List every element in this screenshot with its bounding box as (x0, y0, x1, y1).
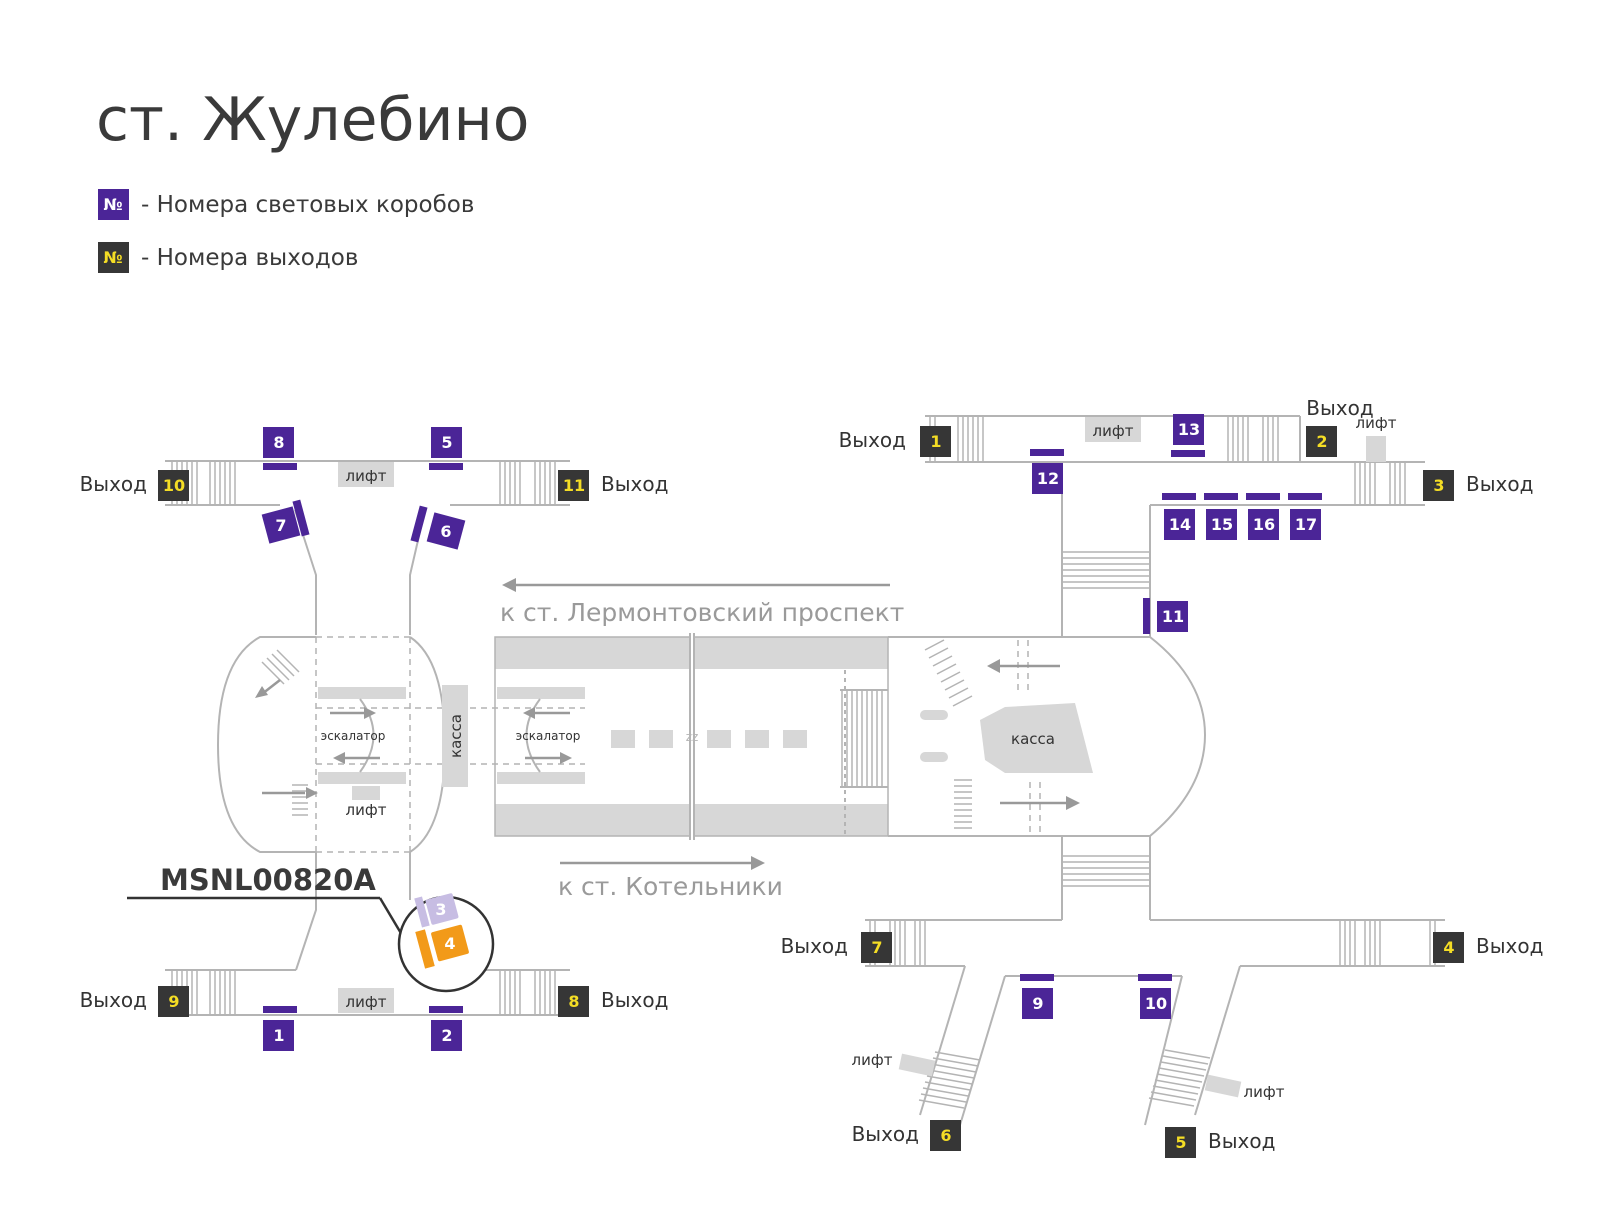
exit-10-word: Выход (80, 472, 147, 496)
escalator-east-label: эскалатор (516, 729, 581, 743)
kassa-east-label: касса (1011, 730, 1055, 748)
exit-1-number: 1 (930, 432, 941, 451)
exit-6-number: 6 (940, 1126, 951, 1145)
exit-11-number: 11 (563, 476, 585, 495)
lift-lower-west-label: лифт (346, 993, 387, 1011)
box-4-highlight (431, 924, 469, 962)
legend-box-swatch (98, 189, 129, 220)
kassa-west (442, 685, 468, 787)
kassa-east (980, 703, 1093, 773)
legend-exit-symbol: № (103, 248, 122, 267)
box-15-label: 15 (1211, 515, 1233, 534)
box-16-label: 16 (1253, 515, 1275, 534)
exit-3-word: Выход (1466, 472, 1533, 496)
exit-6-word: Выход (852, 1122, 919, 1146)
lift-exit6 (898, 1053, 936, 1077)
exits: Выход 10 11 Выход Выход 9 8 Выход Выход … (80, 396, 1543, 1158)
zz-mark: zz (686, 730, 699, 744)
escalator-west-label: эскалатор (321, 729, 386, 743)
legend-box-entry: № - Номера световых коробов (98, 189, 474, 220)
exit-1-word: Выход (839, 428, 906, 452)
box-2-label: 2 (441, 1026, 452, 1045)
lift-upper-west (338, 462, 394, 487)
lift-lower-west (338, 988, 394, 1013)
box-5-label: 5 (441, 433, 452, 452)
light-boxes: 8 5 7 6 1 2 13 12 14 15 16 17 11 9 10 (261, 414, 1322, 1051)
box-7-label: 7 (275, 516, 286, 535)
lift-upper-east-label: лифт (1093, 422, 1134, 440)
box-10-label: 10 (1145, 994, 1167, 1013)
box-1-label: 1 (273, 1026, 284, 1045)
exit-5-number: 5 (1175, 1133, 1186, 1152)
box-17-label: 17 (1295, 515, 1317, 534)
exit-8-number: 8 (568, 992, 579, 1011)
west-hall: лифт эскалатор (165, 460, 585, 1016)
exit-7-word: Выход (781, 934, 848, 958)
highlight-callout: MSNL00820A 3 4 (127, 863, 495, 993)
box-8-label: 8 (273, 433, 284, 452)
lift-exit5-label: лифт (1244, 1083, 1285, 1101)
direction-right: к ст. Котельники (558, 872, 783, 901)
legend-exit-entry: № - Номера выходов (98, 242, 358, 273)
box-13-label: 13 (1178, 420, 1200, 439)
platform: zz к ст. Лермонтовский проспект к ст. Ко… (494, 578, 904, 901)
station-title: ст. Жулебино (96, 85, 529, 155)
exit-7-number: 7 (871, 938, 882, 957)
exit-4-word: Выход (1476, 934, 1543, 958)
box-3-label: 3 (435, 900, 446, 919)
lift-upper-east (1085, 417, 1141, 442)
box-12-label: 12 (1037, 469, 1059, 488)
exit-8-word: Выход (601, 988, 668, 1012)
lift-exit3-label: лифт (1356, 414, 1397, 432)
lift-exit3 (1366, 436, 1386, 462)
exit-2-number: 2 (1316, 432, 1327, 451)
exit-9-word: Выход (80, 988, 147, 1012)
lift-mid-west-label: лифт (346, 801, 387, 819)
exit-3-number: 3 (1433, 476, 1444, 495)
highlight-code: MSNL00820A (160, 863, 376, 897)
box-3-highlight (425, 893, 459, 925)
legend-exit-text: - Номера выходов (141, 245, 358, 271)
legend-box-symbol: № (103, 195, 122, 214)
box-4-label: 4 (444, 934, 455, 953)
kassa-west-label: касса (447, 714, 465, 758)
box-9-label: 9 (1032, 994, 1043, 1013)
exit-5-word: Выход (1208, 1129, 1275, 1153)
exit-9-number: 9 (168, 992, 179, 1011)
legend-box-text: - Номера световых коробов (141, 192, 474, 218)
east-hall: касса (844, 414, 1445, 1126)
exit-11-word: Выход (601, 472, 668, 496)
exit-4-number: 4 (1443, 938, 1454, 957)
box-6-label: 6 (440, 522, 451, 541)
exit-2-word: Выход (1306, 396, 1373, 420)
lift-exit5 (1204, 1074, 1242, 1098)
legend-exit-swatch (98, 242, 129, 273)
box-14-label: 14 (1169, 515, 1191, 534)
lift-upper-west-label: лифт (346, 467, 387, 485)
exit-10-number: 10 (163, 476, 185, 495)
box-11-label: 11 (1162, 607, 1184, 626)
direction-left: к ст. Лермонтовский проспект (500, 598, 904, 627)
lift-exit6-label: лифт (852, 1051, 893, 1069)
